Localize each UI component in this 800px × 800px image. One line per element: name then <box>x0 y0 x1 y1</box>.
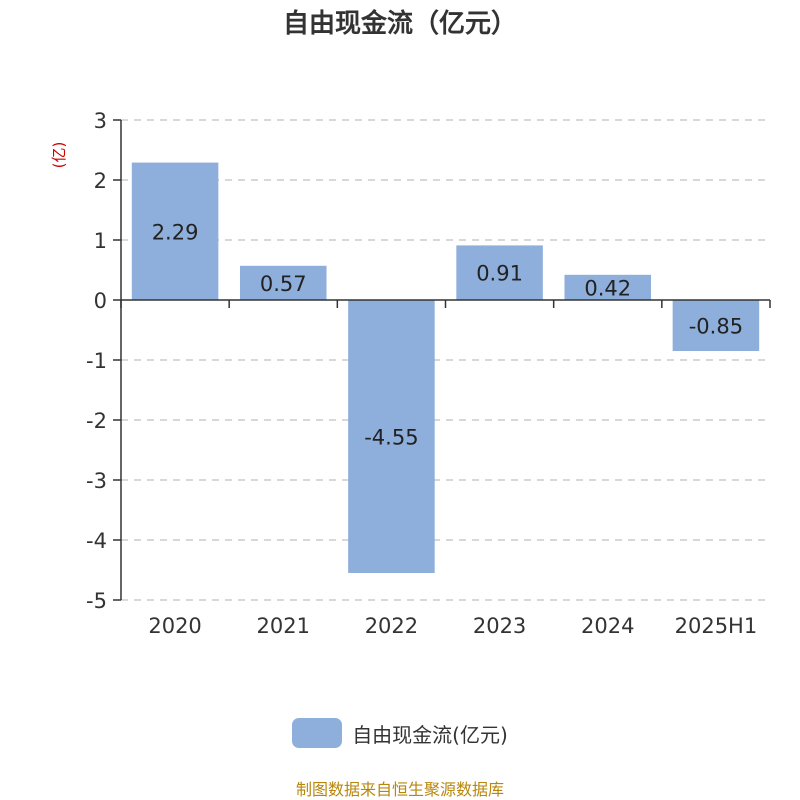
y-tick-label: 0 <box>94 289 107 313</box>
x-tick-label: 2022 <box>365 614 418 638</box>
y-tick-label: 3 <box>94 109 107 133</box>
x-tick-label: 2023 <box>473 614 526 638</box>
x-tick-label: 2021 <box>257 614 310 638</box>
data-label: 0.57 <box>260 272 307 296</box>
bar-2023 <box>456 245 543 300</box>
y-tick-label: -5 <box>86 589 107 613</box>
x-tick-label: 2020 <box>148 614 201 638</box>
bar-2021 <box>239 265 327 300</box>
y-tick-label: -2 <box>86 409 107 433</box>
bar-2022 <box>348 300 435 573</box>
legend[interactable]: 自由现金流(亿元) <box>0 718 800 748</box>
y-tick-label: -4 <box>86 529 107 553</box>
legend-swatch <box>292 718 343 748</box>
data-label: 0.91 <box>476 262 523 286</box>
data-label: 0.42 <box>584 276 631 300</box>
bar-2020 <box>131 162 219 300</box>
y-tick-label: -1 <box>86 349 107 373</box>
y-tick-label: 1 <box>94 229 107 253</box>
source-note: 制图数据来自恒生聚源数据库 <box>295 780 504 799</box>
legend-label: 自由现金流(亿元) <box>352 722 508 747</box>
y-axis-label: (亿) <box>50 142 68 169</box>
x-tick-label: 2024 <box>581 614 634 638</box>
y-tick-label: -3 <box>86 469 107 493</box>
data-label: -4.55 <box>364 426 418 450</box>
bar-2024 <box>564 274 652 300</box>
x-tick-label: 2025H1 <box>675 614 758 638</box>
bar-2025H1 <box>672 300 760 351</box>
data-label: 2.29 <box>152 220 199 244</box>
y-tick-label: 2 <box>94 169 107 193</box>
chart-title: 自由现金流（亿元） <box>282 9 517 39</box>
data-label: -0.85 <box>689 315 743 339</box>
